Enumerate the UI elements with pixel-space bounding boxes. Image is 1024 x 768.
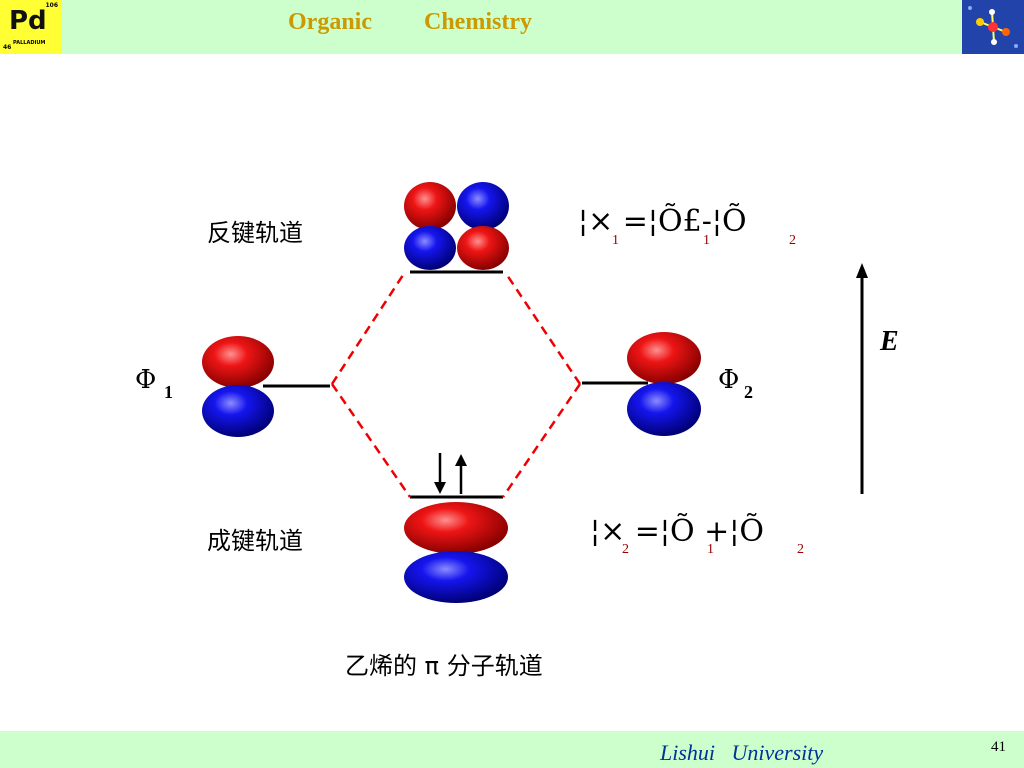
element-name: PALLADIUM — [13, 40, 46, 46]
energy-arrow-icon — [856, 263, 868, 494]
diagram-caption: 乙烯的 π 分子轨道 — [345, 652, 543, 680]
phi2-subscript: 2 — [744, 382, 753, 402]
title-organic: Organic — [288, 9, 372, 35]
molecule-logo-icon — [962, 0, 1024, 54]
molecule-graphic — [968, 6, 1018, 48]
bonding-eq-sub-3: 2 — [797, 542, 804, 557]
footer-university: Lishui University — [660, 740, 824, 765]
correlation-lines — [330, 271, 582, 498]
antibonding-label: 反键轨道 — [207, 219, 303, 247]
antibonding-orbital — [404, 182, 509, 270]
footer-bar — [0, 731, 1024, 768]
phi1-symbol: Φ — [135, 365, 157, 395]
phi1-subscript: 1 — [164, 382, 173, 402]
phi2-orbital — [627, 332, 701, 436]
spin-down-arrow-icon — [434, 453, 446, 494]
header-bar — [0, 0, 1024, 54]
atomic-number: 46 — [3, 44, 12, 51]
antibonding-eq-sub-1: 1 — [612, 233, 619, 248]
antibonding-eq-sub-3: 2 — [789, 233, 796, 248]
bonding-equation: ¦× =¦Õ +¦Õ — [590, 514, 764, 549]
spin-up-arrow-icon — [455, 454, 467, 494]
atomic-mass: 106 — [45, 2, 58, 9]
antibonding-eq-sub-2: 1 — [703, 233, 710, 248]
phi1-orbital — [202, 336, 274, 437]
bonding-label: 成键轨道 — [207, 527, 303, 555]
palladium-logo: 106 Pd PALLADIUM 46 — [0, 0, 62, 54]
bonding-eq-sub-1: 2 — [622, 542, 629, 557]
bonding-eq-sub-2: 1 — [707, 542, 714, 557]
antibonding-equation: ¦× =¦Õ£-¦Õ — [578, 204, 747, 239]
bonding-orbital — [404, 502, 508, 603]
page-number: 41 — [991, 739, 1006, 755]
phi2-symbol: Φ — [718, 365, 740, 395]
energy-label: E — [880, 326, 899, 357]
element-symbol: Pd — [9, 6, 47, 36]
title-chemistry: Chemistry — [424, 9, 532, 35]
